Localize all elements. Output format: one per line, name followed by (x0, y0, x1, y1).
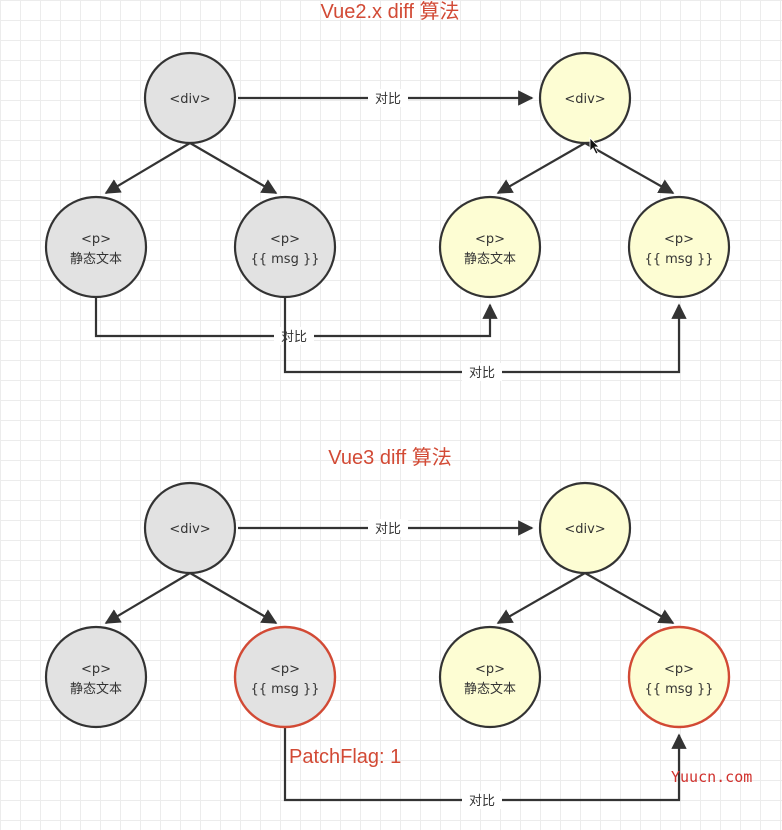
vue3-old-static-tag: <p> (81, 662, 111, 677)
vue2-new-edge-right (584, 142, 675, 194)
vue2-new-static-tag: <p> (475, 232, 505, 247)
patch-flag-label: PatchFlag: 1 (289, 746, 401, 768)
vue3-msg-compare-label-bg (462, 791, 502, 809)
vue2-new-root-label: <div> (564, 92, 605, 107)
vue3-old-msg-tag: <p> (270, 662, 300, 677)
vue2-diff-title: Vue2.x diff 算法 (321, 0, 460, 23)
vue3-new-static-node: <p> 静态文本 (438, 625, 542, 729)
vue2-old-msg-node: <p> {{ msg }} (233, 195, 337, 299)
vue2-old-msg-tag: <p> (270, 232, 300, 247)
vue2-old-edge-left (104, 142, 191, 194)
vue2-root-compare-label: 对比 (375, 92, 401, 107)
vue3-old-msg-node: <p> {{ msg }} (233, 625, 337, 729)
vue3-new-msg-tag: <p> (664, 662, 694, 677)
vue3-new-static-tag: <p> (475, 662, 505, 677)
vue3-old-edge-left (104, 572, 191, 624)
vue3-old-static-node: <p> 静态文本 (44, 625, 148, 729)
vue2-new-edge-left (496, 142, 586, 194)
vue3-new-msg-content: {{ msg }} (644, 682, 713, 697)
vue3-root-compare-label: 对比 (375, 522, 401, 537)
vue3-old-edge-right (189, 572, 278, 624)
vue3-new-root-node: <div> (538, 481, 632, 575)
vue2-old-static-tag: <p> (81, 232, 111, 247)
vue3-new-static-content: 静态文本 (464, 682, 516, 697)
vue3-old-static-content: 静态文本 (70, 682, 122, 697)
vue3-root-compare-label-bg (368, 519, 408, 537)
vue2-old-root-label: <div> (169, 92, 210, 107)
watermark: Yuucn.com (671, 768, 752, 786)
vue2-old-edge-right (189, 142, 278, 194)
vue2-msg-compare-label-bg (462, 363, 502, 381)
vue2-old-static-content: 静态文本 (70, 252, 122, 267)
vue2-new-msg-node: <p> {{ msg }} (627, 195, 731, 299)
vue2-new-msg-content: {{ msg }} (644, 252, 713, 267)
mouse-cursor-icon (589, 137, 600, 155)
vue2-msg-compare-label: 对比 (469, 366, 495, 381)
vue2-new-static-content: 静态文本 (464, 252, 516, 267)
vue2-old-root-node: <div> (143, 51, 237, 145)
vue2-static-compare-label: 对比 (281, 330, 307, 345)
vue3-new-root-label: <div> (564, 522, 605, 537)
vue2-new-static-node: <p> 静态文本 (438, 195, 542, 299)
vue3-old-root-node: <div> (143, 481, 237, 575)
vue2-old-static-node: <p> 静态文本 (44, 195, 148, 299)
vue3-diff-title: Vue3 diff 算法 (328, 446, 451, 469)
vue2-new-msg-tag: <p> (664, 232, 694, 247)
vue3-old-root-label: <div> (169, 522, 210, 537)
vue2-root-compare-label-bg (368, 89, 408, 107)
vue3-msg-compare-label: 对比 (469, 794, 495, 809)
vue3-new-edge-left (496, 572, 586, 624)
vue2-old-msg-content: {{ msg }} (250, 252, 319, 267)
vue2-new-root-node: <div> (538, 51, 632, 145)
vue3-new-msg-node: <p> {{ msg }} (627, 625, 731, 729)
vue3-new-edge-right (584, 572, 675, 624)
vue3-old-msg-content: {{ msg }} (250, 682, 319, 697)
vue2-msg-compare-connector (283, 297, 687, 374)
